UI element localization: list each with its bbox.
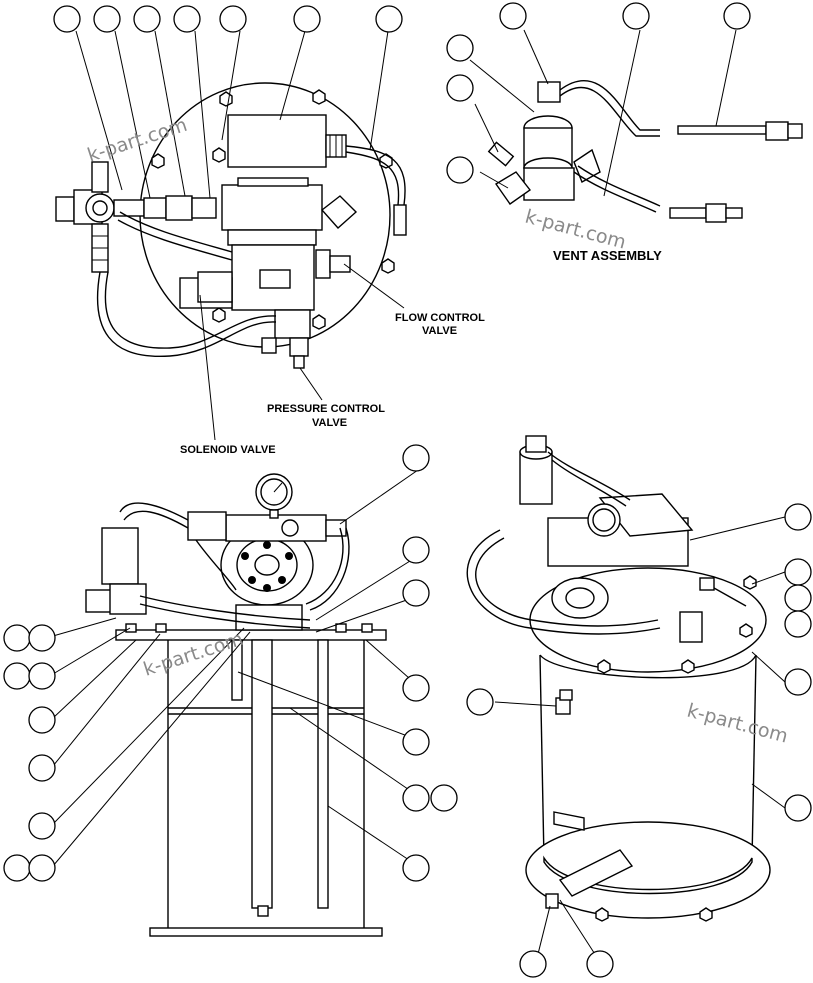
text-labels: FLOW CONTROL VALVE PRESSURE CONTROL VALV… — [180, 248, 662, 456]
watermark-2: k-part.com — [523, 206, 629, 254]
watermark-4: k-part.com — [685, 700, 791, 748]
flow-control-label-1: FLOW CONTROL — [395, 312, 485, 324]
watermark-1: k-part.com — [85, 114, 190, 167]
solenoid-valve-label: SOLENOID VALVE — [180, 444, 276, 456]
vent-assembly-title: VENT ASSEMBLY — [553, 248, 662, 263]
pump-bolts — [241, 541, 293, 592]
vent-assembly — [487, 80, 803, 223]
callout-bubbles — [3, 2, 812, 978]
isometric-tank — [466, 435, 771, 922]
side-view-assembly — [85, 473, 387, 937]
pressure-control-label-2: VALVE — [312, 417, 347, 429]
top-view-assembly — [55, 82, 407, 369]
flow-control-label-2: VALVE — [422, 325, 457, 337]
pressure-control-label-1: PRESSURE CONTROL — [267, 403, 385, 415]
leader-lines — [52, 29, 786, 963]
